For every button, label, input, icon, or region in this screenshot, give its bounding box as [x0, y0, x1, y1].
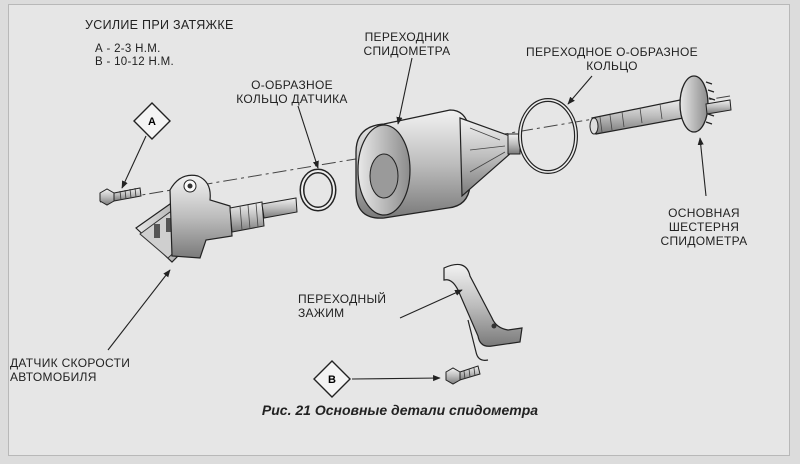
diamond-b-letter: B: [328, 374, 336, 386]
bolt-a: [99, 187, 142, 206]
main-speedometer-gear: [589, 75, 732, 197]
torque-b: В - 10-12 Н.М.: [95, 56, 174, 68]
torque-heading: УСИЛИЕ ПРИ ЗАТЯЖКЕ: [85, 18, 234, 32]
diamond-a-letter: A: [148, 116, 156, 128]
label-speedometer-adapter: ПЕРЕХОДНИК СПИДОМЕТРА: [363, 30, 451, 58]
label-adapter-o-ring: ПЕРЕХОДНОЕ О-ОБРАЗНОЕ КОЛЬЦО: [526, 45, 698, 73]
label-adapter-clamp: ПЕРЕХОДНЫЙ ЗАЖИМ: [298, 292, 387, 320]
label-sensor-o-ring: О-ОБРАЗНОЕ КОЛЬЦО ДАТЧИКА: [236, 78, 348, 106]
bolt-b: [445, 365, 481, 385]
figure-caption: Рис. 21 Основные детали спидометра: [261, 402, 539, 418]
label-vehicle-speed-sensor: ДАТЧИК СКОРОСТИ АВТОМОБИЛЯ: [10, 356, 131, 384]
speed-sensor: [107, 174, 298, 351]
diamond-a: A: [121, 102, 171, 189]
label-main-gear: ОСНОВНАЯ ШЕСТЕРНЯ СПИДОМЕТРА: [660, 206, 748, 248]
diamond-b: B: [313, 360, 441, 398]
adapter-clamp: [399, 263, 523, 361]
speedometer-adapter: [355, 57, 521, 219]
sensor-o-ring: [297, 105, 337, 212]
torque-a: А - 2-3 Н.М.: [95, 43, 161, 55]
adapter-o-ring: [518, 75, 593, 174]
